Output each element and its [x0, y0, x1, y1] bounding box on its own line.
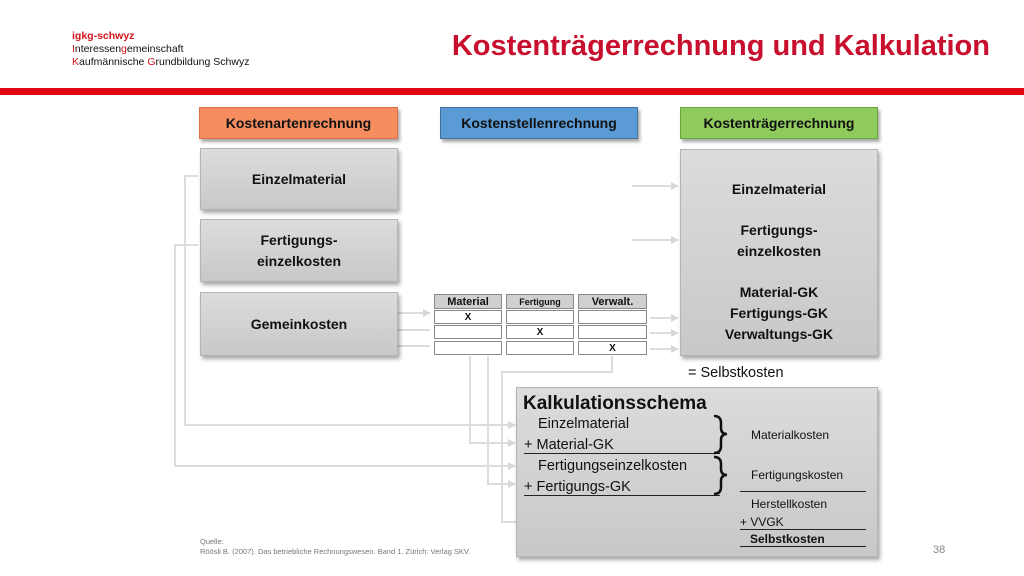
- kalk-fertigungs-gk: + Fertigungs-GK: [524, 479, 720, 496]
- connector-material-gk: [469, 356, 516, 447]
- box-fertigung-line-2: einzelkosten: [256, 252, 342, 269]
- connector-fertigung: [174, 244, 516, 470]
- title-divider: [0, 88, 1024, 95]
- source-text: Röösli B. (2007). Das betriebliche Rechn…: [200, 547, 471, 556]
- cell-material-row3: [434, 341, 502, 355]
- traeger-material-gk: Material-GK: [739, 284, 819, 300]
- kalk-einzelmaterial: Einzelmaterial: [538, 416, 630, 432]
- traeger-fertigungs-gk: Fertigungs-GK: [730, 305, 828, 321]
- logo-text: rundbildung Schwyz: [155, 56, 250, 68]
- traeger-verwaltungs-gk: Verwaltungs-GK: [724, 326, 834, 342]
- box-fertigungseinzelkosten: Fertigungs- einzelkosten: [200, 219, 398, 282]
- source-note: Quelle: Röösli B. (2007). Das betrieblic…: [200, 537, 470, 557]
- kalk-material-gk: + Material-GK: [524, 437, 720, 454]
- cell-material-row1: X: [434, 310, 502, 324]
- logo-accent: I: [72, 43, 75, 55]
- slide-title: Kostenträgerrechnung und Kalkulation: [451, 30, 990, 62]
- source-label: Quelle:: [200, 537, 224, 546]
- traeger-einzelmaterial: Einzelmaterial: [731, 181, 827, 197]
- kalk-materialkosten: Materialkosten: [751, 428, 830, 442]
- traeger-fertigungs: Fertigungs-: [740, 222, 818, 238]
- header-kostenstellenrechnung: Kostenstellenrechnung: [440, 107, 638, 139]
- logo-line-1: Interessengemeinschaft: [72, 43, 249, 56]
- box-gemeinkosten: Gemeinkosten: [200, 292, 398, 356]
- box-kostentraeger: Einzelmaterial Fertigungs- einzelkosten …: [680, 149, 878, 356]
- kalk-selbstkosten: Selbstkosten: [740, 532, 866, 547]
- logo-text: aufmännische: [79, 56, 148, 68]
- header-kostentraegerrechnung: Kostenträgerrechnung: [680, 107, 878, 139]
- logo-text: nteressen: [74, 43, 122, 55]
- connector-fertigung-gk: [487, 356, 516, 488]
- connector-einzelmaterial: [184, 175, 516, 429]
- cell-verwalt-row3: X: [578, 341, 647, 355]
- box-fertigung-line-1: Fertigungs-: [260, 231, 338, 248]
- box-einzelmaterial-label: Einzelmaterial: [251, 170, 347, 187]
- logo-name: igkg-schwyz: [72, 30, 135, 42]
- cell-fertigung-row1: [506, 310, 574, 324]
- box-kalkulationsschema: [516, 387, 878, 557]
- cell-material-row2: [434, 325, 502, 339]
- selbstkosten-label: = Selbstkosten: [688, 365, 784, 381]
- cell-verwalt-row1: [578, 310, 647, 324]
- header-kostenartenrechnung: Kostenartenrechnung: [199, 107, 398, 139]
- logo-accent: G: [147, 56, 156, 68]
- box-einzelmaterial: Einzelmaterial: [200, 148, 398, 210]
- logo-accent: K: [72, 56, 80, 68]
- kalk-fertigungskosten: Fertigungskosten: [751, 468, 844, 482]
- logo-line-2: Kaufmännische Grundbildung Schwyz: [72, 56, 249, 69]
- cell-fertigung-row2: X: [506, 325, 574, 339]
- cell-fertigung-row3: [506, 341, 574, 355]
- box-gemeinkosten-label: Gemeinkosten: [250, 315, 348, 332]
- kalk-divider-1: [740, 491, 866, 492]
- brace-fertigung-icon: [713, 455, 728, 496]
- page-number: 38: [933, 544, 946, 556]
- kalk-title: Kalkulationsschema: [523, 393, 707, 414]
- cell-verwalt-row2: [578, 325, 647, 339]
- kalk-vvgk: + VVGK: [740, 515, 866, 530]
- kalk-fertigungseinzelkosten: Fertigungseinzelkosten: [538, 458, 688, 474]
- logo-text: emeinschaft: [126, 43, 184, 55]
- kalk-herstellkosten: Herstellkosten: [751, 497, 828, 511]
- stelle-material-label: Material: [434, 294, 502, 309]
- logo: igkg-schwyz Interessengemeinschaft Kaufm…: [72, 30, 249, 69]
- logo-accent: g: [121, 43, 127, 55]
- stelle-fertigung-label: Fertigung: [506, 294, 574, 309]
- stelle-verwalt-label: Verwalt.: [578, 294, 647, 309]
- brace-material-icon: [713, 414, 728, 455]
- brace-icons: [713, 414, 728, 496]
- traeger-einzelkosten: einzelkosten: [736, 243, 822, 259]
